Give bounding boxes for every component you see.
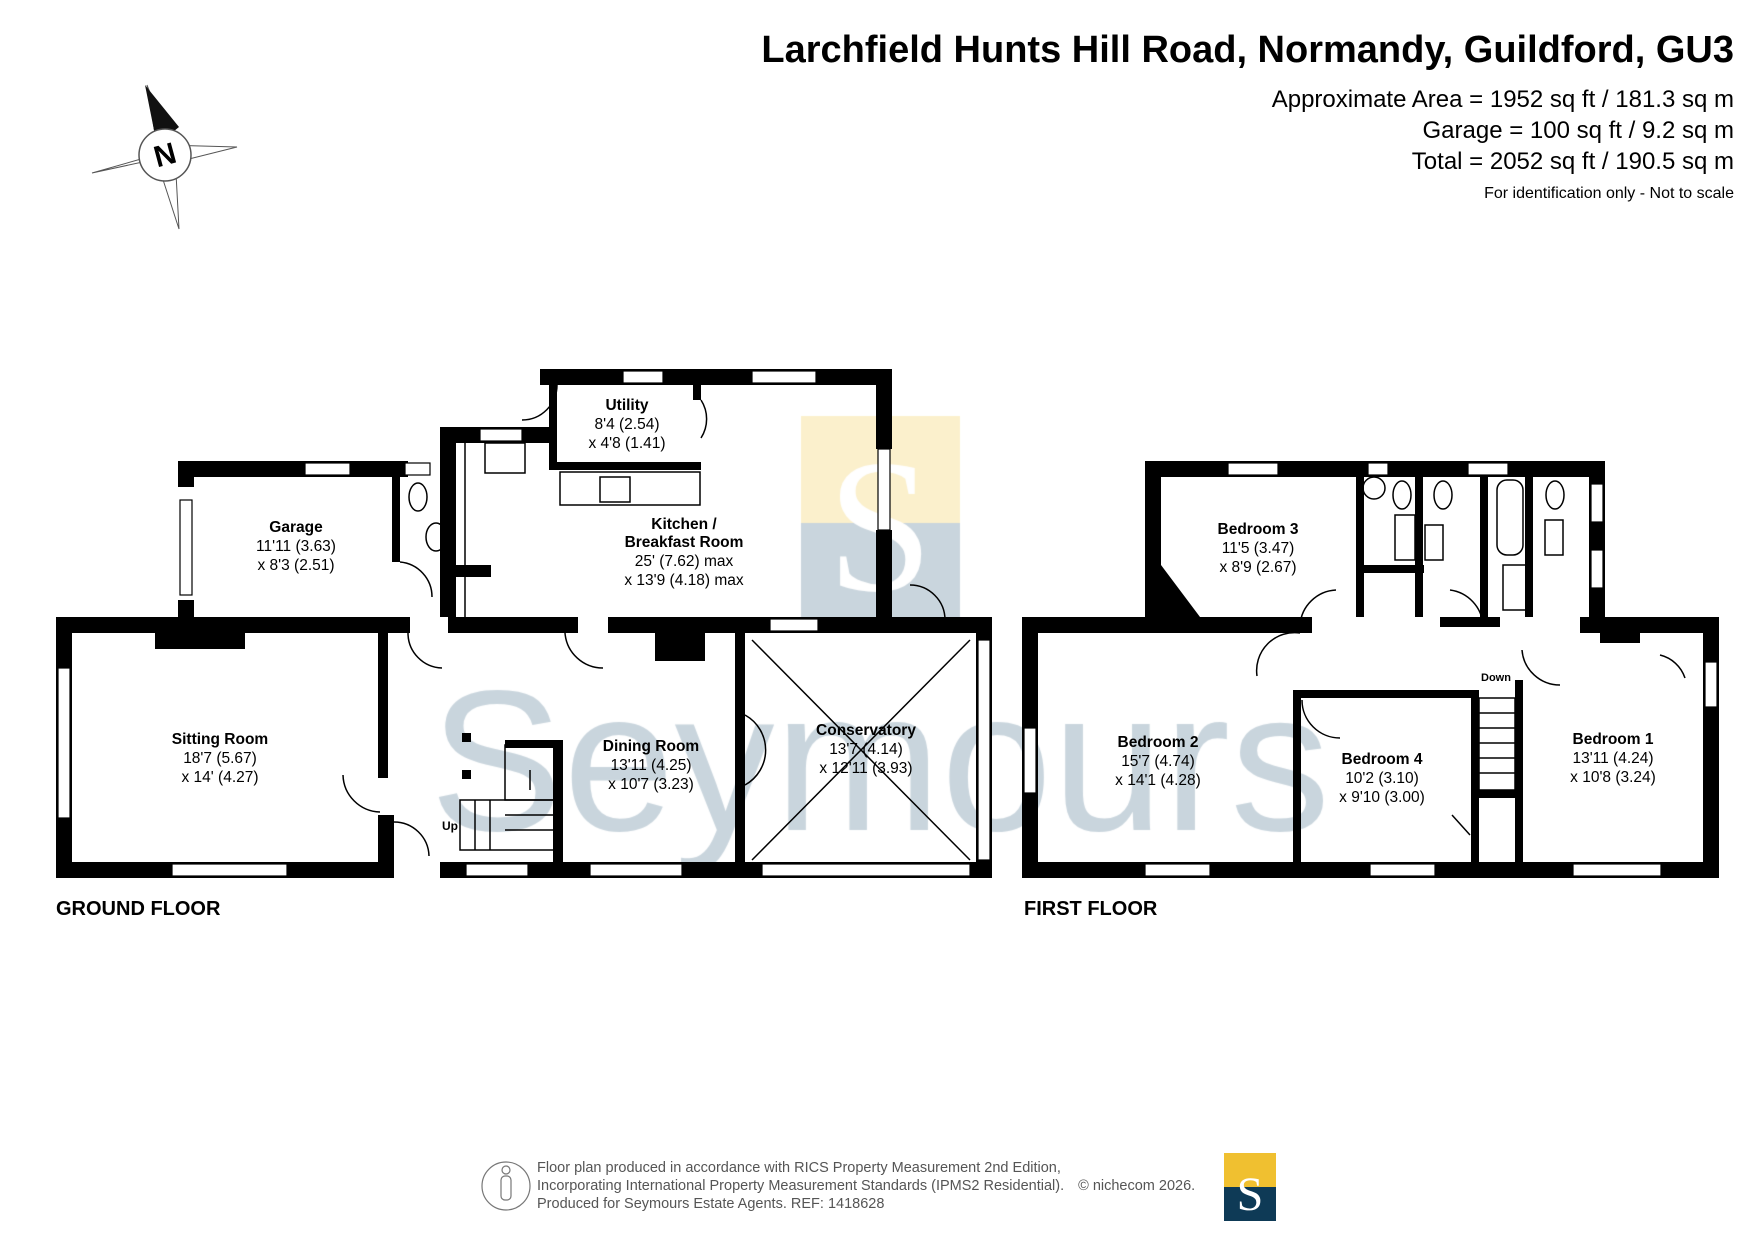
first-stairs-label: Down (1481, 672, 1511, 684)
room-dim: x 10'7 (3.23) (608, 776, 694, 793)
room-garage: Garage 11'11 (3.63) x 8'3 (2.51) (256, 519, 336, 574)
room-name: Kitchen / (651, 516, 717, 533)
room-kitchen-breakfast: Kitchen / Breakfast Room 25' (7.62) max … (624, 516, 744, 589)
room-bedroom-4: Bedroom 4 10'2 (3.10) x 9'10 (3.00) (1339, 751, 1425, 806)
room-name: Bedroom 1 (1573, 731, 1654, 748)
room-bedroom-1: Bedroom 1 13'11 (4.24) x 10'8 (3.24) (1570, 731, 1656, 786)
footer-line-2: Incorporating International Property Mea… (537, 1178, 1064, 1194)
ground-stairs: Up (442, 744, 556, 851)
footer-line-1: Floor plan produced in accordance with R… (537, 1160, 1061, 1176)
room-dim: x 8'9 (2.67) (1219, 559, 1296, 576)
room-name: Breakfast Room (625, 534, 744, 551)
room-dim: x 13'9 (4.18) max (624, 572, 744, 589)
footer: Floor plan produced in accordance with R… (481, 1153, 1276, 1221)
ground-floor-labels: Sitting Room 18'7 (5.67) x 14' (4.27) Ga… (56, 397, 916, 920)
room-name: Conservatory (816, 722, 916, 739)
room-name: Bedroom 3 (1218, 521, 1299, 538)
disclaimer: For identification only - Not to scale (1484, 185, 1734, 202)
room-dim: 11'5 (3.47) (1222, 540, 1294, 557)
room-name: Bedroom 4 (1342, 751, 1423, 768)
room-bedroom-3: Bedroom 3 11'5 (3.47) x 8'9 (2.67) (1218, 521, 1299, 576)
room-dim: 18'7 (5.67) (183, 750, 257, 767)
room-name: Sitting Room (172, 731, 268, 748)
room-name: Dining Room (603, 738, 699, 755)
first-floor-labels: Bedroom 3 11'5 (3.47) x 8'9 (2.67) Bedro… (1024, 521, 1656, 920)
room-utility: Utility 8'4 (2.54) x 4'8 (1.41) (588, 397, 665, 452)
room-name: Bedroom 2 (1118, 734, 1199, 751)
first-floor-plan: Down (1022, 461, 1719, 878)
room-conservatory: Conservatory 13'7 (4.14) x 12'11 (3.93) (816, 722, 916, 777)
room-sitting-room: Sitting Room 18'7 (5.67) x 14' (4.27) (172, 731, 268, 786)
compass-rose-icon: N (91, 84, 238, 230)
room-dim: 11'11 (3.63) (256, 538, 336, 555)
approximate-area: Approximate Area = 1952 sq ft / 181.3 sq… (1272, 86, 1734, 113)
property-title: Larchfield Hunts Hill Road, Normandy, Gu… (761, 29, 1734, 71)
first-floor-label: FIRST FLOOR (1024, 898, 1158, 920)
room-dim: 13'11 (4.25) (610, 757, 691, 774)
room-dim: x 8'3 (2.51) (257, 557, 334, 574)
room-name: Garage (269, 519, 323, 536)
ground-floor-label: GROUND FLOOR (56, 898, 221, 920)
room-dim: 8'4 (2.54) (595, 416, 660, 433)
room-dim: 10'2 (3.10) (1345, 770, 1419, 787)
room-dim: 15'7 (4.74) (1121, 753, 1195, 770)
footer-line-3: Produced for Seymours Estate Agents. REF… (537, 1196, 884, 1212)
person-icon (481, 1161, 531, 1211)
room-dim: x 12'11 (3.93) (819, 760, 912, 777)
room-dim: x 10'8 (3.24) (1570, 769, 1656, 786)
garage-area: Garage = 100 sq ft / 9.2 sq m (1422, 117, 1734, 144)
ground-stairs-label: Up (442, 819, 458, 833)
room-bedroom-2: Bedroom 2 15'7 (4.74) x 14'1 (4.28) (1115, 734, 1201, 789)
room-dim: 25' (7.62) max (635, 553, 734, 570)
room-dim: x 14' (4.27) (181, 769, 258, 786)
room-dim: 13'7 (4.14) (829, 741, 903, 758)
room-dining-room: Dining Room 13'11 (4.25) x 10'7 (3.23) (603, 738, 699, 793)
room-dim: x 14'1 (4.28) (1115, 772, 1201, 789)
seymours-logo: S (1224, 1153, 1276, 1221)
room-dim: 13'11 (4.24) (1572, 750, 1653, 767)
first-stairs: Down (1478, 672, 1516, 791)
copyright: © nichecom 2026. (1078, 1178, 1195, 1194)
ground-floor-plan: Up (56, 369, 992, 878)
total-area: Total = 2052 sq ft / 190.5 sq m (1412, 148, 1734, 175)
room-dim: x 4'8 (1.41) (588, 435, 665, 452)
logo-letter: S (1237, 1168, 1264, 1221)
room-name: Utility (605, 397, 648, 414)
room-dim: x 9'10 (3.00) (1339, 789, 1425, 806)
header: Larchfield Hunts Hill Road, Normandy, Gu… (761, 29, 1734, 202)
